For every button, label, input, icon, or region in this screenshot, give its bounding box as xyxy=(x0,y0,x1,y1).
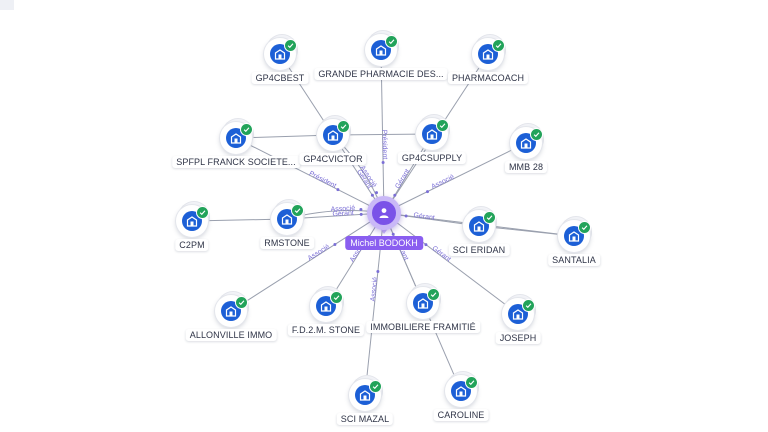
edge-center-joseph xyxy=(383,212,519,315)
verified-check-icon xyxy=(427,288,440,301)
edge-arrow xyxy=(370,193,374,197)
company-node-label: GP4CVICTOR xyxy=(299,153,367,165)
edge-arrow xyxy=(359,212,363,216)
company-node-label: SPFPL FRANCK SOCIETE... xyxy=(172,156,300,168)
edge-label: Associé xyxy=(370,277,380,302)
edge-arrow xyxy=(375,191,378,195)
company-node-label: IMMOBILIERE FRAMITIÉ xyxy=(366,321,480,333)
edge-label: Associé xyxy=(430,174,455,191)
edge-arrow xyxy=(359,208,363,211)
edge-arrow xyxy=(424,243,428,247)
company-node-label: RMSTONE xyxy=(260,237,314,249)
edge-arrow xyxy=(376,270,380,273)
company-node-label: MMB 28 xyxy=(504,161,548,173)
center-pin-tip xyxy=(379,227,389,234)
verified-check-icon xyxy=(465,376,478,389)
verified-check-icon xyxy=(235,296,248,309)
company-node-label: C2PM xyxy=(175,239,209,251)
edge-arrow xyxy=(336,188,340,192)
company-node-label: ALLONVILLE IMMO xyxy=(185,329,277,341)
edge-center-spfpl xyxy=(235,137,385,214)
company-node-label: JOSEPH xyxy=(495,332,541,344)
verified-check-icon xyxy=(578,221,591,234)
company-node-label: SCI MAZAL xyxy=(336,413,394,425)
verified-check-icon xyxy=(291,204,304,217)
company-node-label: GP4CSUPPLY xyxy=(397,152,467,164)
verified-check-icon xyxy=(196,206,209,219)
verified-check-icon xyxy=(436,119,449,132)
edge-arrow xyxy=(404,214,408,218)
verified-check-icon xyxy=(522,299,535,312)
edge-arrow xyxy=(393,193,397,197)
edge-label: Gérant xyxy=(394,168,411,190)
company-node-label: SCI ERIDAN xyxy=(448,244,510,256)
company-node-label: CAROLINE xyxy=(433,409,489,421)
person-icon xyxy=(372,201,396,225)
verified-check-icon xyxy=(240,123,253,136)
verified-check-icon xyxy=(337,120,350,133)
edge-arrow xyxy=(381,161,385,164)
edge-label: Gérant xyxy=(332,210,354,218)
verified-check-icon xyxy=(369,380,382,393)
edge-center-allonville xyxy=(230,212,385,312)
edge-arrow xyxy=(426,190,429,194)
edge-arrow xyxy=(333,243,337,246)
edge-center-mmb28 xyxy=(383,142,527,214)
verified-check-icon xyxy=(483,211,496,224)
verified-check-icon xyxy=(492,39,505,52)
company-node-label: F.D.2.M. STONE xyxy=(287,324,365,336)
edge-label: Associé xyxy=(330,205,355,213)
edge-arrow xyxy=(391,232,395,236)
company-node-label: GP4CBEST xyxy=(251,72,309,84)
company-node-label: PHARMACOACH xyxy=(447,72,529,84)
verified-check-icon xyxy=(530,128,543,141)
company-node-label: SANTALIA xyxy=(548,254,600,266)
verified-check-icon xyxy=(284,39,297,52)
edge-label: Président xyxy=(308,170,338,190)
corner-marker xyxy=(0,0,14,10)
company-node-label: GRANDE PHARMACIE DES... xyxy=(314,68,448,80)
verified-check-icon xyxy=(330,291,343,304)
edge-label: Gérant xyxy=(413,212,435,222)
edge-label: Président xyxy=(380,130,388,160)
verified-check-icon xyxy=(385,35,398,48)
edge-center-sci-mazal xyxy=(364,212,385,396)
center-person-label: Michel BODOKH xyxy=(345,236,423,250)
